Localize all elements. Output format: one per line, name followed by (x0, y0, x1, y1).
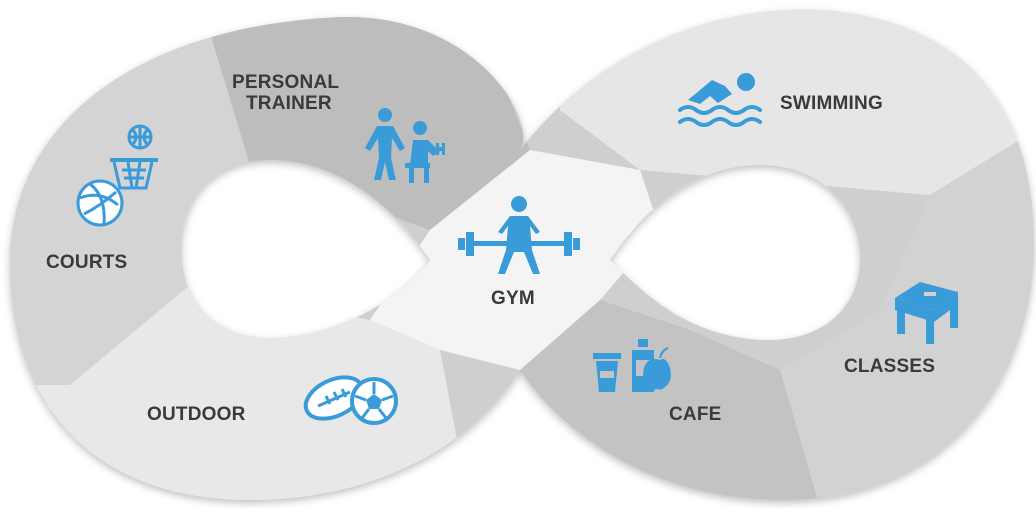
weightlifting-icon (458, 196, 580, 274)
trainer-icon (365, 108, 445, 183)
football-soccer-icon (303, 375, 398, 425)
label-gym: GYM (491, 288, 535, 309)
cup-apple-icon (593, 339, 671, 392)
step-platform-icon (895, 282, 958, 344)
swimmer-icon (678, 73, 762, 127)
label-classes: CLASSES (844, 356, 936, 377)
segment-swimming (560, 9, 1035, 195)
label-cafe: CAFE (669, 404, 722, 425)
segment-outdoor (9, 285, 470, 501)
segment-classes (780, 130, 1035, 501)
basketball-volleyball-icon (76, 124, 158, 227)
label-swimming: SWIMMING (780, 93, 883, 114)
label-outdoor: OUTDOOR (147, 404, 246, 425)
label-courts: COURTS (46, 252, 128, 273)
segment-gym (370, 150, 660, 370)
label-personal-trainer: PERSONAL TRAINER (232, 72, 340, 114)
